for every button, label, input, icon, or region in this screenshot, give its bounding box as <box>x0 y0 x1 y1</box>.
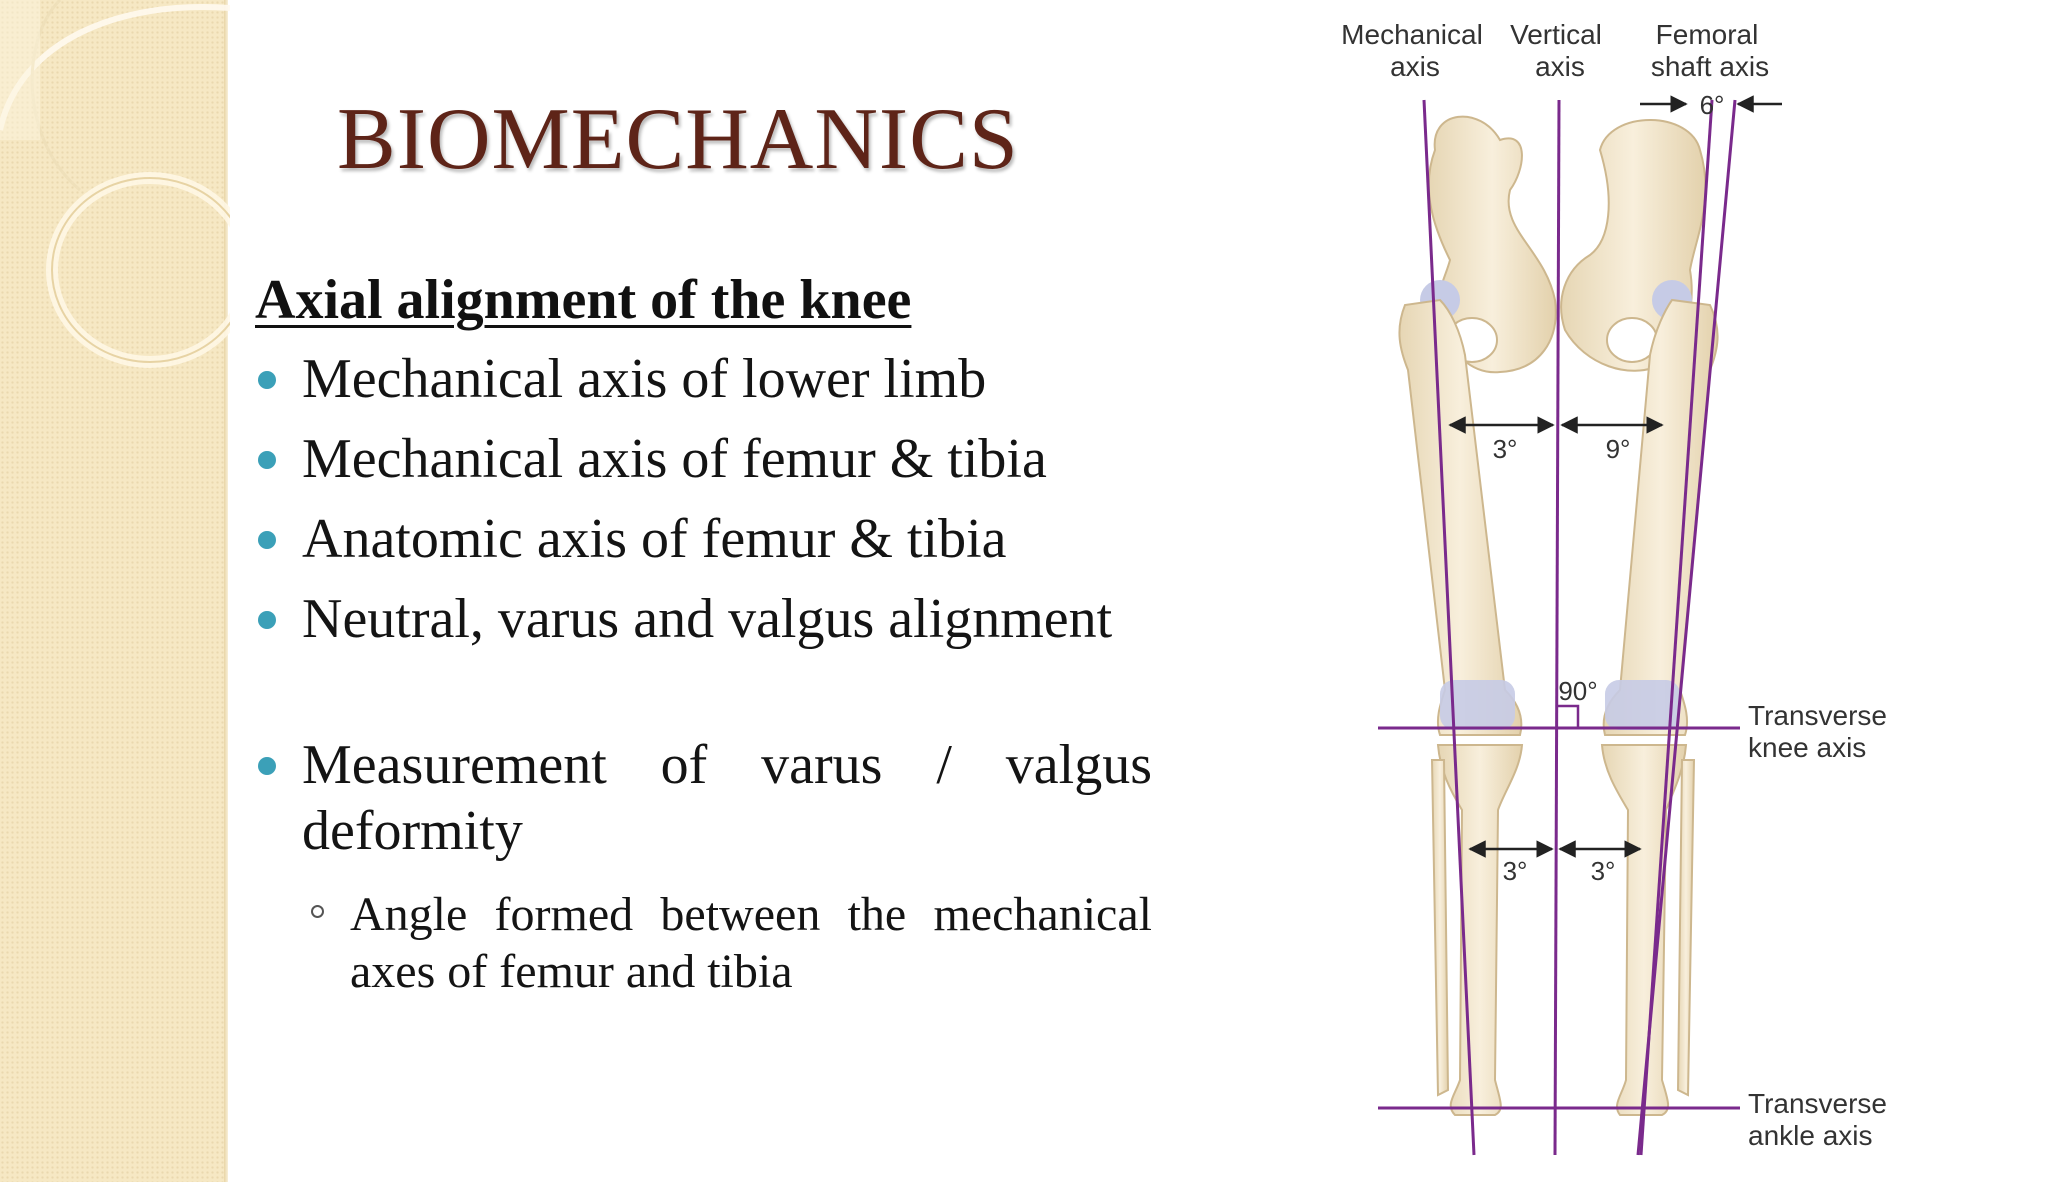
decorative-rings <box>0 0 230 368</box>
right-tibia-fibula <box>1600 744 1696 1116</box>
angle-femur-mechanical: 3° <box>1493 434 1518 464</box>
mechanical-axis-line <box>1422 99 1476 1156</box>
angle-arrows <box>1448 95 1782 858</box>
bullet-text: Measurement of varus / valgus deformity <box>302 734 1152 862</box>
bullet-item: Mechanical axis of femur & tibia <box>258 426 1152 506</box>
bullet-dot <box>258 371 276 389</box>
knee-alignment-svg: Mechanical axis Vertical axis Femoral sh… <box>1341 19 1887 1156</box>
sub-bullet-marker <box>311 905 324 918</box>
bullet-dot <box>258 451 276 469</box>
bullet-text: Anatomic axis of femur & tibia <box>302 508 1007 570</box>
bullet-dot <box>258 757 276 775</box>
left-tibia-fibula <box>1430 744 1524 1116</box>
label-shaft-axis: shaft axis <box>1651 51 1769 82</box>
left-hip-bone <box>1427 115 1557 374</box>
label-ankle-axis: ankle axis <box>1748 1120 1873 1151</box>
bullet-text: Mechanical axis of lower limb <box>302 348 987 410</box>
angle-femur-shaft: 9° <box>1606 434 1631 464</box>
panel-edge <box>224 0 228 1182</box>
knee-alignment-diagram: Mechanical axis Vertical axis Femoral sh… <box>1320 0 1940 1182</box>
bullet-text: Mechanical axis of femur & tibia <box>302 428 1047 490</box>
bullet-item: Neutral, varus and valgus alignment <box>258 586 1152 732</box>
label-vertical-axis: axis <box>1535 51 1585 82</box>
angle-tibia-right: 3° <box>1591 856 1616 886</box>
angle-tibia-left: 3° <box>1503 856 1528 886</box>
label-transverse-ankle: Transverse <box>1748 1088 1887 1119</box>
label-mechanical-axis: axis <box>1390 51 1440 82</box>
bullet-item: Mechanical axis of lower limb <box>258 346 1152 426</box>
vertical-axis-line <box>1553 99 1561 1156</box>
label-knee-axis: knee axis <box>1748 732 1866 763</box>
left-femur <box>1398 280 1523 736</box>
slide-subheading: Axial alignment of the knee <box>255 269 912 331</box>
label-transverse-knee: Transverse <box>1748 700 1887 731</box>
right-femur <box>1602 280 1719 736</box>
sub-bullet-item: Angle formed between the mechanical axes… <box>311 886 1152 1000</box>
angle-shaft: 6° <box>1700 90 1725 120</box>
bullet-list: Mechanical axis of lower limb Mechanical… <box>258 346 1152 1000</box>
mechanical-axis-line-right <box>1639 99 1714 1156</box>
label-mechanical: Mechanical <box>1341 19 1483 50</box>
bullet-item: Anatomic axis of femur & tibia <box>258 506 1152 586</box>
diagram-labels: Mechanical axis Vertical axis Femoral sh… <box>1341 19 1887 1151</box>
bullet-dot <box>258 611 276 629</box>
bullet-text: Neutral, varus and valgus alignment <box>302 588 1113 650</box>
bullet-dot <box>258 531 276 549</box>
bullet-item: Measurement of varus / valgus deformity … <box>258 732 1152 1000</box>
sub-bullet-text: Angle formed between the mechanical axes… <box>350 888 1152 998</box>
label-vertical: Vertical <box>1510 19 1602 50</box>
decorative-side-panel <box>0 0 230 1182</box>
axis-lines <box>1378 99 1740 1156</box>
label-femoral: Femoral <box>1656 19 1759 50</box>
slide-title: BIOMECHANICS <box>337 91 1019 188</box>
angle-knee-right: 90° <box>1558 676 1597 706</box>
